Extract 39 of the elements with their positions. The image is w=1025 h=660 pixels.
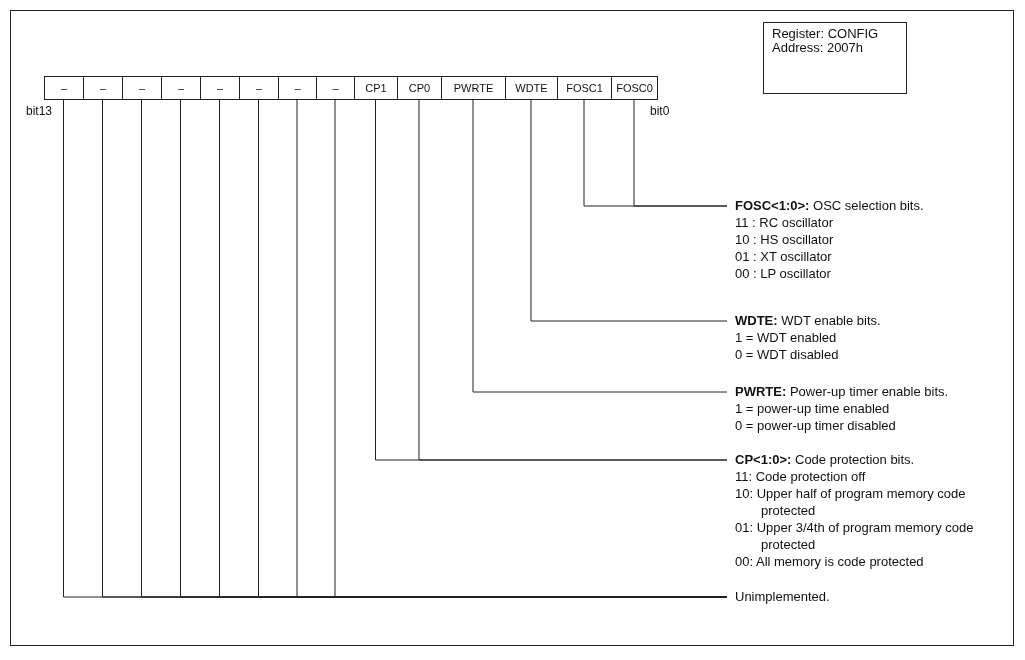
bit-value-line: 10 : HS oscillator xyxy=(735,231,835,248)
register-address-text: Address: 2007h xyxy=(772,41,865,55)
bit-value-line: 10: Upper half of program memory code protected xyxy=(735,485,967,519)
leader-line xyxy=(530,99,728,322)
register-bit-cell: FOSC0 xyxy=(611,76,658,100)
bit-value-line: 11 : RC oscillator xyxy=(735,214,834,231)
register-name-text: Register: CONFIG xyxy=(772,27,880,41)
bit-value-line: 1 = WDT enabled xyxy=(735,329,838,346)
register-bit-cell: CP1 xyxy=(354,76,398,100)
bit-value-line: 1 = power-up time enabled xyxy=(735,400,891,417)
register-bit-cell: – xyxy=(278,76,317,100)
bit-value-line: 00: All memory is code protected xyxy=(735,553,925,570)
register-bit-cell: PWRTE xyxy=(441,76,506,100)
field-heading: WDTE: WDT enable bits. xyxy=(735,312,882,329)
bit-number-label: bit13 xyxy=(26,104,53,118)
bit-value-line: 0 = power-up timer disabled xyxy=(735,417,897,434)
register-bit-cell: – xyxy=(44,76,84,100)
register-bit-cell: CP0 xyxy=(397,76,442,100)
register-bit-cell: – xyxy=(83,76,123,100)
field-heading: FOSC<1:0>: OSC selection bits. xyxy=(735,197,925,214)
register-bit-cell: – xyxy=(316,76,355,100)
register-bit-cell: – xyxy=(161,76,201,100)
bit-value-line: 01: Upper 3/4th of program memory code protected xyxy=(735,519,975,553)
register-bit-cell: FOSC1 xyxy=(557,76,612,100)
register-bit-cell: – xyxy=(122,76,162,100)
field-heading: CP<1:0>: Code protection bits. xyxy=(735,451,916,468)
bit-value-line: 0 = WDT disabled xyxy=(735,346,840,363)
register-bit-cell: – xyxy=(200,76,240,100)
bit-value-line: 01 : XT oscillator xyxy=(735,248,833,265)
field-heading: PWRTE: Power-up timer enable bits. xyxy=(735,383,950,400)
register-bit-cell: – xyxy=(239,76,279,100)
field-description: Unimplemented. xyxy=(735,588,831,605)
bit-number-label: bit0 xyxy=(650,104,670,118)
bit-value-line: 11: Code protection off xyxy=(735,468,867,485)
leader-line xyxy=(633,99,728,207)
leader-line xyxy=(472,99,728,393)
bit-value-line: 00 : LP oscillator xyxy=(735,265,832,282)
register-info-box xyxy=(763,22,907,94)
register-bit-cell: WDTE xyxy=(505,76,558,100)
